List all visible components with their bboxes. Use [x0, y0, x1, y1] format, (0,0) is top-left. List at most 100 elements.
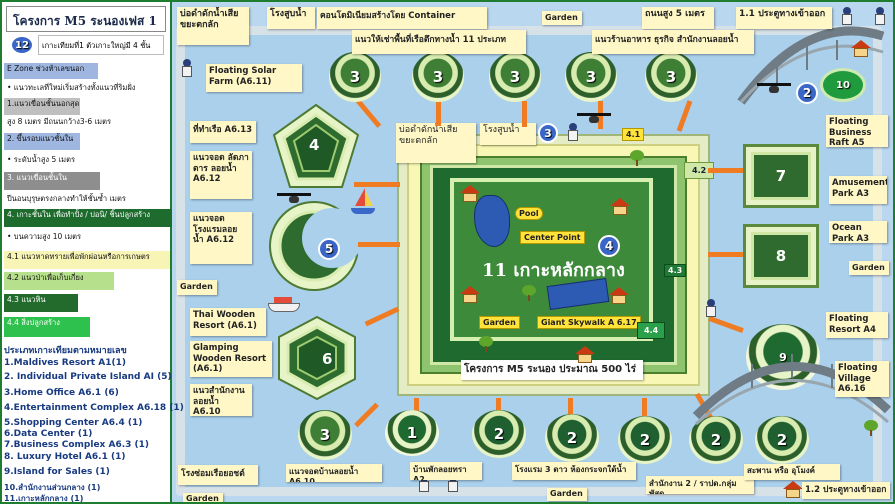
- sidebar-item-shoreline[interactable]: • แนวทะเลที่ใหม่เริ่มสร้างทั้งแนวที่ริมฝ…: [4, 82, 168, 96]
- header-badge: 12: [10, 35, 34, 55]
- sidebar-item-height-10[interactable]: • บนความสูง 10 เมตร: [4, 231, 168, 245]
- walkway-bar: [414, 398, 419, 420]
- entrance-1-note: 1.1 ประตูทางเข้าออก: [736, 7, 832, 29]
- title-box: โครงการ M5 ระนองเฟส 1: [6, 6, 166, 32]
- hexagon-island-number: 6: [322, 350, 333, 368]
- hexagon-island[interactable]: [274, 315, 360, 401]
- pentagon-island[interactable]: [272, 103, 360, 191]
- sidebar-item-inner-layer[interactable]: 2. ขึ้นรอบแนวชั้นใน: [4, 133, 80, 150]
- floating-resort-note: Floating Resort A4: [826, 312, 888, 338]
- thai-wooden-note: Thai Wooden Resort (A6.1): [190, 308, 266, 336]
- right-garden-note: Garden: [849, 261, 889, 275]
- island-10[interactable]: 10: [820, 68, 866, 102]
- bridge-note: สะพาน หรือ อุโมงค์: [744, 464, 840, 480]
- gov-note: สำนักงาน 2 / ราปด.กลุ่มพัสดุ: [646, 476, 754, 494]
- walkway-bar: [522, 101, 527, 127]
- business-raft-note: Floating Business Raft A5: [826, 115, 888, 147]
- cruise-ship-icon: [268, 295, 300, 312]
- mini-pier-note: โรงซ่อมเรือยอชต์: [178, 465, 258, 485]
- island-9[interactable]: 9: [746, 324, 820, 390]
- sidebar-item-forest[interactable]: 4.2 แนวป่าเพื่อเก็บเกี่ยง: [4, 272, 114, 290]
- gatehouse-icon: [783, 481, 803, 498]
- entrance-2-note: 1.2 ประตูทางเข้าออก: [802, 482, 890, 499]
- top-pump-note: โรงสูบน้ำ: [267, 7, 315, 29]
- security-guard-icon: [180, 59, 194, 77]
- sidebar-item-buildings[interactable]: 4.4 สิ่งปลูกสร้าง: [4, 317, 90, 337]
- sidebar-item-road-width[interactable]: สูง 8 เมตร มีถนนกว้าง3-6 เมตร: [4, 116, 168, 130]
- walkway-bar: [496, 398, 501, 418]
- island-3[interactable]: 3: [645, 52, 697, 102]
- sidebar-item-zone[interactable]: E Zone ช่วงท้าเลขนอก: [4, 63, 98, 79]
- sidebar-item-inner-dam[interactable]: 3. แนวเขื่อนชั้นใน: [4, 172, 100, 190]
- tag-4-3: 4.3: [664, 264, 687, 277]
- island-2[interactable]: 2: [755, 416, 809, 464]
- legend-item: 9.Island for Sales (1): [4, 467, 110, 477]
- island-3[interactable]: 3: [298, 410, 352, 460]
- amusement-note: Amusement Park A3: [829, 176, 887, 204]
- island-2[interactable]: 2: [618, 416, 672, 464]
- walkway-bar: [436, 98, 441, 126]
- pentagon-island-number: 4: [309, 136, 320, 154]
- sidebar-item-outer-dam[interactable]: 1.แนวเขื่อนชั้นนอกสุด: [4, 98, 80, 115]
- tree-icon: [522, 285, 536, 301]
- hotel-row-note: แนวจอด โรงแรมลอย น้ำ A6.12: [190, 212, 252, 264]
- center-badge-4: 4: [598, 235, 620, 257]
- legend-item: 10.สำนักงานส่วนกลาง (1): [4, 483, 101, 492]
- island-3[interactable]: 3: [329, 52, 381, 102]
- tree-icon: [864, 420, 878, 436]
- crescent-badge: 5: [318, 238, 340, 260]
- island-1[interactable]: 1: [385, 410, 439, 456]
- sidebar-item-rock[interactable]: 4.3 แนวหิน: [4, 294, 78, 312]
- island-3[interactable]: 3: [565, 52, 617, 102]
- left-garden-note: Garden: [177, 280, 217, 295]
- inner-badge-3: 3: [538, 123, 558, 143]
- walkway-bar: [354, 242, 400, 247]
- island-2[interactable]: 2: [545, 414, 599, 462]
- walkway-bar: [642, 398, 647, 422]
- hotel-cafe-note: โรงแรม 3 ดาว ห้องกระจกใต้น้ำ: [512, 462, 636, 480]
- top-garden-note: Garden: [542, 11, 582, 25]
- island-3[interactable]: 3: [412, 52, 464, 102]
- sidebar-item-beach[interactable]: 4.1 แนวหาดทรายเพื่อพักผ่อนหรือการเกษตร: [4, 251, 170, 269]
- house-icon: [610, 198, 630, 215]
- house-icon: [609, 287, 629, 304]
- walkway-bar: [568, 398, 573, 422]
- crescent-island[interactable]: [266, 198, 358, 294]
- sidebar-item-center-note[interactable]: ปีนอนบุรุษตรงกลางทำให้ชั้นซ้ำ เมตร: [4, 193, 168, 207]
- ocean-park-note: Ocean Park A3: [829, 221, 887, 243]
- island-2[interactable]: 2: [472, 410, 526, 458]
- legend-item: 8. Luxury Hotel A6.1 (1): [4, 452, 126, 462]
- glamping-note: Glamping Wooden Resort (A6.1): [190, 341, 272, 377]
- house-icon: [460, 185, 480, 202]
- tag-4-4: 4.4: [637, 322, 666, 339]
- sailboat-icon: [349, 188, 377, 216]
- square-island-7[interactable]: 7: [743, 144, 819, 208]
- top-barge-note: บ่อดำดักน้ำเสีย ขยะตกลัก: [177, 7, 249, 45]
- pool-label: Pool: [515, 207, 543, 220]
- walkway-bar: [354, 182, 400, 187]
- legend-item: 2. Individual Private Island AI (5): [4, 372, 172, 382]
- inner-barge-note: บ่อดำดักน้ำเสีย ขยะตกลัก: [396, 123, 476, 163]
- sidebar-item-water-level[interactable]: • ระดับน้ำสูง 5 เมตร: [4, 154, 168, 168]
- legend-item: 1.Maldives Resort A1(1): [4, 358, 126, 368]
- pier-note: ที่ทำเรือ A6.13: [190, 121, 256, 143]
- security-guard-icon: [840, 7, 854, 25]
- food-row-note: แนวร้านอาหาร ธุรกิจ สำนักงานลอยน้ำ: [592, 30, 754, 54]
- drone-icon: [577, 111, 611, 125]
- tree-icon: [630, 150, 644, 166]
- tree-icon: [479, 336, 493, 352]
- security-guard-icon: [566, 123, 580, 141]
- legend-item: 6.Data Center (1): [4, 429, 93, 439]
- center-banner: โครงการ M5 ระนอง ประมาณ 500 ไร่: [461, 360, 643, 380]
- pool-shape: [474, 195, 510, 247]
- drone-icon: [277, 191, 311, 205]
- floating-village-note: Floating Village A6.16: [835, 361, 889, 397]
- gatehouse-icon: [851, 40, 871, 57]
- island-3[interactable]: 3: [489, 52, 541, 102]
- sidebar-item-inner-island[interactable]: 4. เกาะชั้นใน เพื่อทำปั้ง / ปอนิ/ ชิ้นปล…: [4, 209, 172, 227]
- condo-note: คอนโดมิเนียมสร้างโดย Container: [317, 7, 487, 29]
- bridge-top: [737, 26, 885, 105]
- square-island-8[interactable]: 8: [743, 224, 819, 288]
- walkway-bar: [708, 168, 744, 173]
